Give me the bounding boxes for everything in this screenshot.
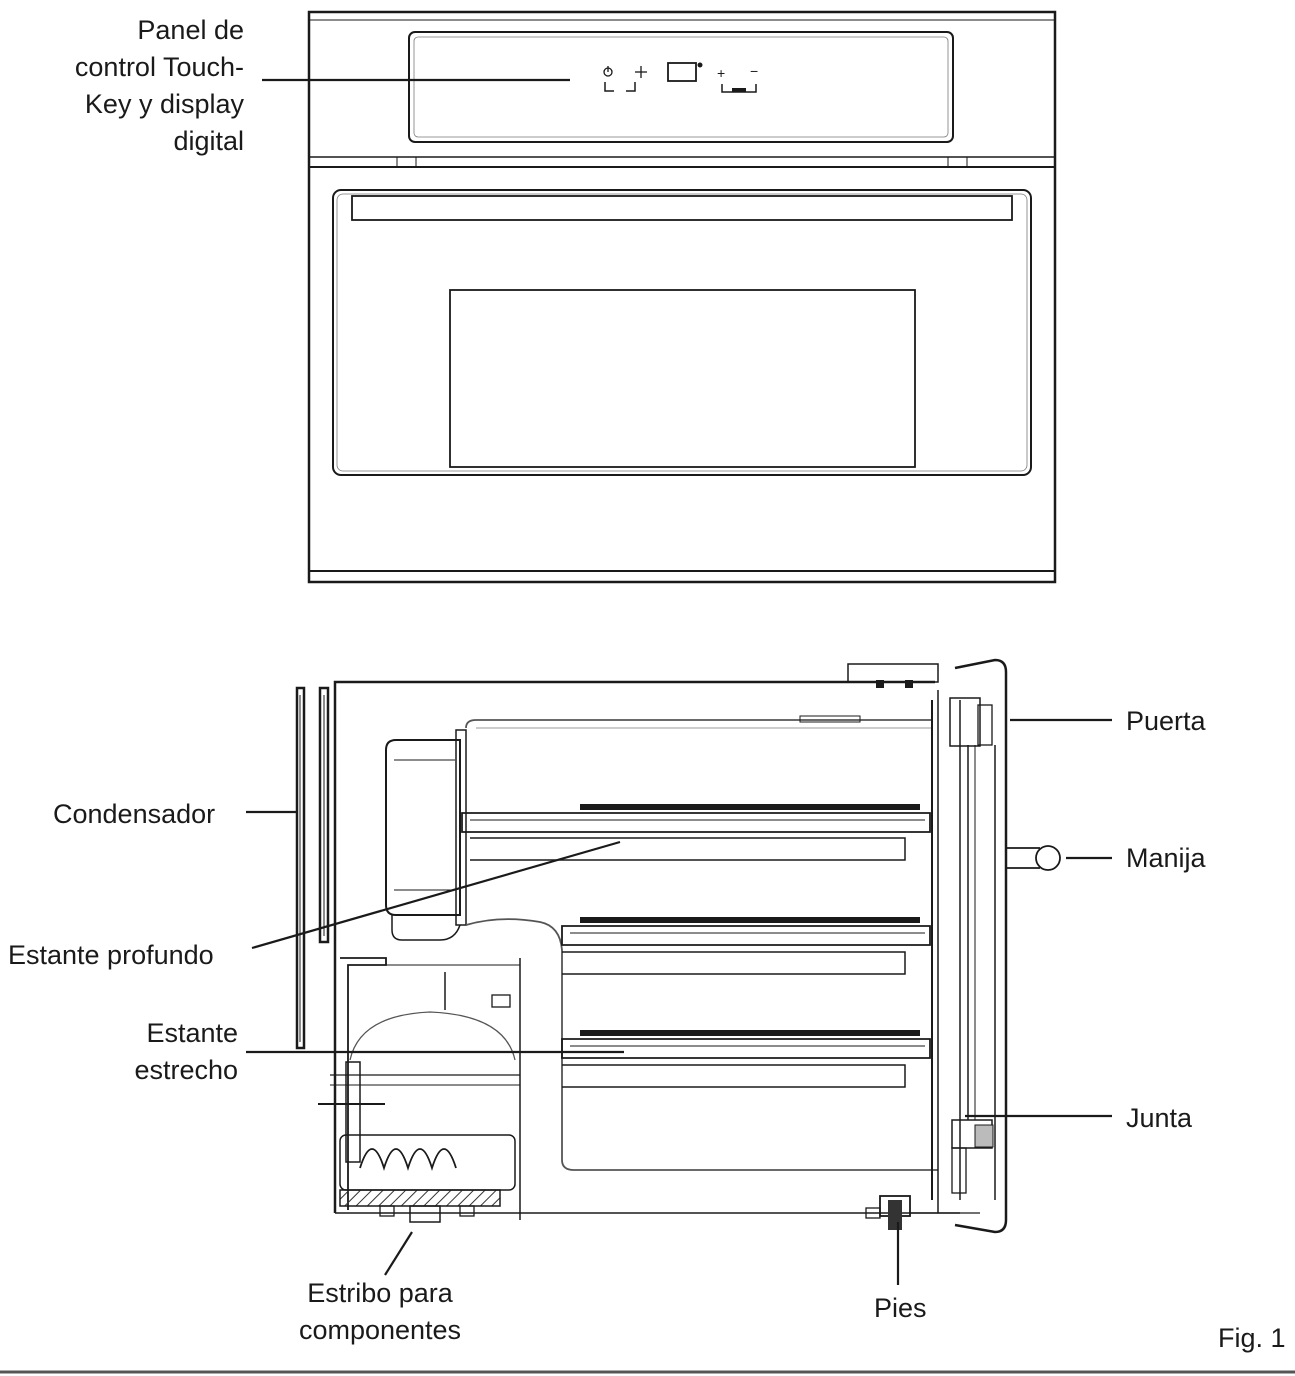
- plus-key: +: [717, 65, 725, 81]
- middle-shelf: [561, 917, 931, 975]
- label-manija: Manija: [1126, 843, 1206, 873]
- leader-lines: [246, 78, 1112, 1285]
- label-puerta: Puerta: [1126, 706, 1206, 736]
- side-door: [949, 658, 1008, 1234]
- label-junta: Junta: [1126, 1103, 1193, 1133]
- label-estribo: Estribo para componentes: [298, 1278, 462, 1345]
- side-handle: [1006, 845, 1061, 871]
- label-condensador: Condensador: [53, 799, 216, 829]
- label-pies: Pies: [874, 1293, 927, 1323]
- upper-fan-housing: [385, 729, 467, 941]
- condenser: [295, 686, 330, 1050]
- front-door-glass: [332, 189, 1032, 476]
- power-icon: [603, 66, 613, 77]
- digital-display: [667, 62, 697, 82]
- front-door-handle-bar: [351, 195, 1013, 221]
- control-panel: [408, 31, 954, 143]
- front-view: + −: [307, 10, 1057, 584]
- oven-front-cabinet: [307, 10, 1057, 584]
- label-panel: Panel de control Touch- Key y display di…: [74, 15, 244, 156]
- leader-estribo: [384, 1231, 413, 1276]
- deep-shelf: [461, 804, 931, 861]
- oven-window: [449, 289, 916, 468]
- narrow-shelf: [561, 1030, 931, 1088]
- oven-cavity: [465, 719, 938, 1171]
- label-fig: Fig. 1: [1218, 1323, 1286, 1353]
- oven-body-outline: [333, 680, 935, 1213]
- side-section-view: [295, 658, 1061, 1234]
- label-estante-estrecho: Estante estrecho: [134, 1018, 238, 1085]
- fan-icon: [635, 66, 647, 78]
- leader-estante-profundo: [251, 840, 621, 950]
- minus-key: −: [750, 63, 758, 79]
- component-bracket: [318, 957, 521, 1223]
- label-estante-profundo: Estante profundo: [8, 940, 214, 970]
